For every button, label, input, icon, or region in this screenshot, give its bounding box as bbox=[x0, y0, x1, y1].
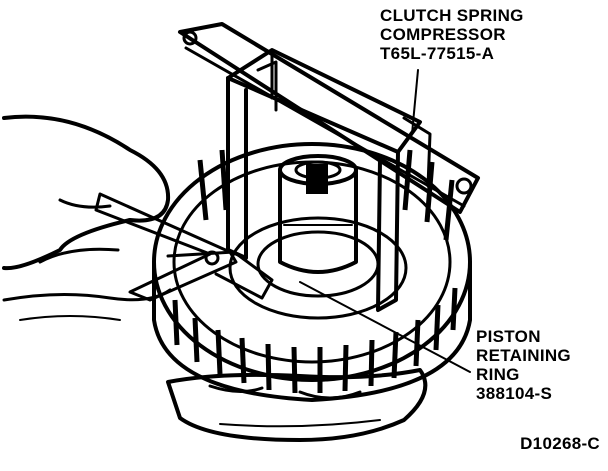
figure-id: D10268-C bbox=[520, 434, 600, 453]
ring-label-line-2: RETAINING bbox=[476, 346, 571, 365]
hub-slot bbox=[306, 164, 328, 194]
drum-ribs bbox=[172, 149, 458, 394]
leader-lines bbox=[299, 69, 471, 373]
retaining-ring-callout: PISTON RETAINING RING 388104-S bbox=[476, 327, 571, 403]
ring-label-line-3: RING bbox=[476, 365, 520, 384]
ring-label-line-1: PISTON bbox=[476, 327, 541, 346]
ring-part-number: 388104-S bbox=[476, 384, 553, 403]
compressor-label-line-1: CLUTCH SPRING bbox=[380, 6, 524, 25]
upper-hand bbox=[2, 114, 172, 321]
lower-hand bbox=[166, 368, 428, 442]
compressor-callout: CLUTCH SPRING COMPRESSOR T65L-77515-A bbox=[380, 6, 524, 63]
clutch-spring-compressor-tool bbox=[178, 22, 480, 312]
center-hub bbox=[278, 154, 358, 274]
compressor-part-number: T65L-77515-A bbox=[380, 44, 495, 63]
snap-ring-pliers bbox=[94, 192, 274, 302]
compressor-label-line-2: COMPRESSOR bbox=[380, 25, 506, 44]
